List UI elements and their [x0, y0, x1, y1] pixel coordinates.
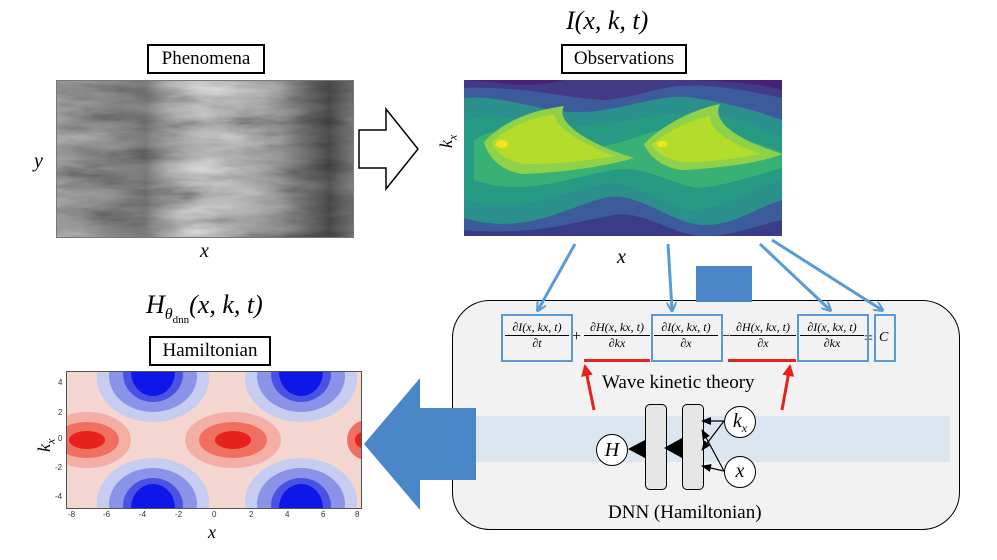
- dnn-input-node-x: x: [724, 456, 756, 488]
- blue-arrow-3: [758, 242, 830, 310]
- term-dI-dx: ∂I(x, kx, t)∂x: [654, 320, 718, 351]
- observations-image: [464, 80, 782, 236]
- dnn-layer-arrow-1: [628, 440, 645, 458]
- box-dI-dx: [651, 314, 723, 362]
- hamiltonian-x-label: x: [208, 522, 216, 542]
- dnn-output-node-H: H: [596, 434, 628, 466]
- red-arrow-right: [780, 364, 795, 411]
- phenomena-y-label: y: [34, 150, 43, 172]
- term-dH-dx: ∂H(x, kx, t)∂x: [730, 320, 796, 351]
- y-tick: -2: [55, 463, 63, 472]
- hamiltonian-label: Hamiltonian: [149, 336, 271, 366]
- x-tick: 0: [212, 510, 217, 519]
- x-tick: -6: [103, 510, 111, 519]
- box-C: [874, 314, 896, 362]
- term-dH-dkx: ∂H(x, kx, t)∂kx: [584, 320, 650, 351]
- x-tick: -2: [175, 510, 183, 519]
- observations-formula: I(x, k, t): [566, 6, 649, 35]
- phenomena-label: Phenomena: [147, 44, 265, 74]
- panel-tab: [696, 266, 752, 302]
- phenomena-x-label: x: [200, 240, 209, 262]
- hamiltonian-red-lobes: [67, 412, 361, 468]
- dnn-edge: [701, 420, 725, 451]
- red-underline-2: [728, 359, 796, 362]
- x-tick: 6: [321, 510, 326, 519]
- dnn-layer-arrow-2: [664, 438, 682, 458]
- y-tick: 0: [58, 434, 63, 443]
- dnn-edge: [701, 464, 725, 472]
- term-dI-dkx: ∂I(x, kx, t)∂kx: [800, 320, 864, 351]
- plus-sign: +: [572, 328, 582, 345]
- phenomena-image: [56, 80, 354, 238]
- box-dI-dkx: [797, 314, 869, 362]
- phenomena-turbulence-texture: [57, 81, 353, 237]
- x-tick: -8: [68, 510, 76, 519]
- big-left-arrow: [364, 378, 476, 510]
- hamiltonian-blue-lobes: [97, 372, 357, 508]
- x-tick: 8: [355, 510, 360, 519]
- blue-arrow-2: [666, 243, 672, 310]
- dnn-input-node-kx: kx: [724, 406, 756, 438]
- red-arrow-left: [581, 364, 596, 411]
- y-tick: 4: [58, 378, 63, 387]
- observations-contour-plot: [464, 80, 782, 236]
- rhs-constant: C: [879, 330, 889, 345]
- blue-arrow-4: [771, 238, 882, 310]
- blue-arrow-1: [538, 243, 577, 310]
- red-underline-1: [584, 359, 650, 362]
- term-dI-dt: ∂I(x, kx, t)∂t: [505, 320, 569, 351]
- hollow-right-arrow: [358, 106, 419, 192]
- box-dI-dt: [501, 314, 573, 362]
- wave-kinetic-theory-label: Wave kinetic theory: [602, 372, 755, 393]
- dnn-caption: DNN (Hamiltonian): [608, 502, 762, 523]
- hamiltonian-formula: Hθdnn(x, k, t): [146, 290, 263, 327]
- x-tick: -4: [139, 510, 147, 519]
- x-tick: 2: [249, 510, 254, 519]
- dnn-edge: [701, 429, 725, 472]
- observations-x-label: x: [617, 246, 626, 268]
- minus-sign: −: [721, 328, 731, 345]
- y-tick: 2: [58, 408, 63, 417]
- hamiltonian-contour-plot: [67, 372, 361, 508]
- hamiltonian-image: [66, 371, 362, 509]
- y-tick: -4: [55, 492, 63, 501]
- observations-label: Observations: [561, 44, 687, 74]
- x-tick: 4: [285, 510, 290, 519]
